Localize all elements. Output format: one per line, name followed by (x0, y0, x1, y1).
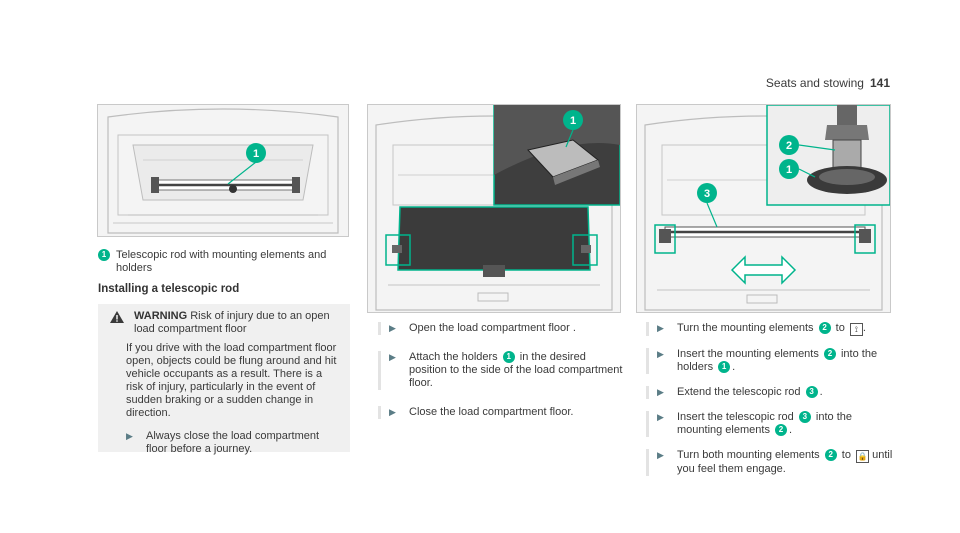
col2-step-1: ▶ Open the load compartment floor . (378, 322, 623, 335)
col2-steps: ▶ Open the load compartment floor . ▶ At… (378, 322, 623, 419)
step-arrow-icon: ▶ (389, 407, 396, 417)
callout-2: 2 (775, 424, 787, 436)
col2-step-3: ▶ Close the load compartment floor. (378, 406, 623, 419)
col3-step-4-b: into the mounting elements (677, 411, 852, 436)
callout-1: 1 (718, 361, 731, 373)
page-number: 141 (869, 76, 890, 90)
callout-3: 3 (805, 386, 818, 398)
step-arrow-icon: ▶ (657, 412, 664, 422)
col2-step-3-text: Close the load compartment floor. (409, 406, 574, 418)
step-arrow-icon: ▶ (657, 387, 664, 397)
warning-body: If you drive with the load compartment f… (126, 342, 337, 419)
step-arrow-icon: ▶ (657, 323, 664, 333)
step-arrow-icon: ▶ (126, 431, 133, 441)
col3-steps: ▶ Turn the mounting elements 2 to ⟟. ▶ I… (646, 322, 896, 476)
lock-position-icon: 🔒 (856, 450, 870, 463)
warning-title: WARNING (134, 310, 188, 322)
step-arrow-icon: ▶ (657, 450, 664, 460)
figure1-callout-1: 1 (253, 148, 259, 160)
warning-box: WARNING Risk of injury due to an open lo… (98, 304, 350, 455)
callout-2: 2 (823, 348, 836, 360)
col3-step-1: ▶ Turn the mounting elements 2 to ⟟. (646, 322, 896, 336)
warning-triangle-icon (110, 311, 124, 323)
step-arrow-icon: ▶ (657, 349, 664, 359)
section-subheading: Installing a telescopic rod (98, 283, 240, 295)
figure3-callout-2: 2 (786, 140, 792, 152)
warning-step: Always close the load compartment floor … (146, 430, 320, 455)
callout-3: 3 (798, 411, 811, 423)
col2-step-2-text-b: in the desired position to the side of t… (409, 351, 623, 389)
section-title: Seats and stowing (765, 76, 864, 90)
col3-step-4-c: . (789, 424, 793, 436)
col3-step-4: ▶ Insert the telescopic rod 3 into the m… (646, 411, 896, 437)
col3-step-2-a: Insert the mounting elements (677, 348, 822, 360)
caption-callout: 1 (98, 249, 110, 261)
step-arrow-icon: ▶ (389, 323, 396, 333)
col2-step-2-text-a: Attach the holders (409, 351, 501, 363)
col2-step-2: ▶ Attach the holders 1 in the desired po… (378, 351, 623, 390)
callout-1: 1 (502, 351, 515, 363)
col3-step-2-b: into the holders (677, 348, 878, 373)
col3-step-1-a: Turn the mounting elements (677, 322, 817, 334)
col3-step-1-b: to (832, 322, 848, 334)
figure2-callout-1: 1 (570, 115, 576, 127)
step-arrow-icon: ▶ (389, 352, 396, 362)
col3-step-3: ▶ Extend the telescopic rod 3. (646, 386, 896, 399)
col3-step-5: ▶ Turn both mounting elements 2 to 🔒 unt… (646, 449, 896, 476)
col3-step-5-c: until you feel them engage. (677, 449, 893, 475)
col3-step-2: ▶ Insert the mounting elements 2 into th… (646, 348, 896, 374)
figure3-callout-3: 3 (704, 188, 710, 200)
figure-caption: 1 Telescopic rod with mounting elements a… (98, 249, 348, 275)
figure-mounting-elements: 2 1 3 (636, 104, 891, 313)
figure-load-compartment-holders: 1 (367, 104, 621, 313)
warning-head-text: Risk of injury due to an open load compa… (134, 310, 330, 335)
col2-step-1-text: Open the load compartment floor . (409, 322, 576, 334)
caption-text: Telescopic rod with mounting elements an… (116, 249, 327, 274)
col3-step-2-c: . (732, 361, 736, 373)
callout-2: 2 (818, 322, 831, 334)
col3-step-4-a: Insert the telescopic rod (677, 411, 797, 423)
figure3-callout-1: 1 (786, 164, 792, 176)
col3-step-3-a: Extend the telescopic rod (677, 386, 804, 398)
page-header: Seats and stowing 141 (766, 76, 890, 90)
col3-step-1-c: . (862, 322, 866, 334)
figure-telescopic-rod: 1 (97, 104, 349, 237)
col3-step-3-c: . (819, 386, 823, 398)
callout-2: 2 (824, 449, 837, 461)
col3-step-5-b: to (838, 449, 855, 461)
col3-step-5-a: Turn both mounting elements (677, 449, 823, 461)
unlock-position-icon: ⟟ (849, 323, 863, 336)
